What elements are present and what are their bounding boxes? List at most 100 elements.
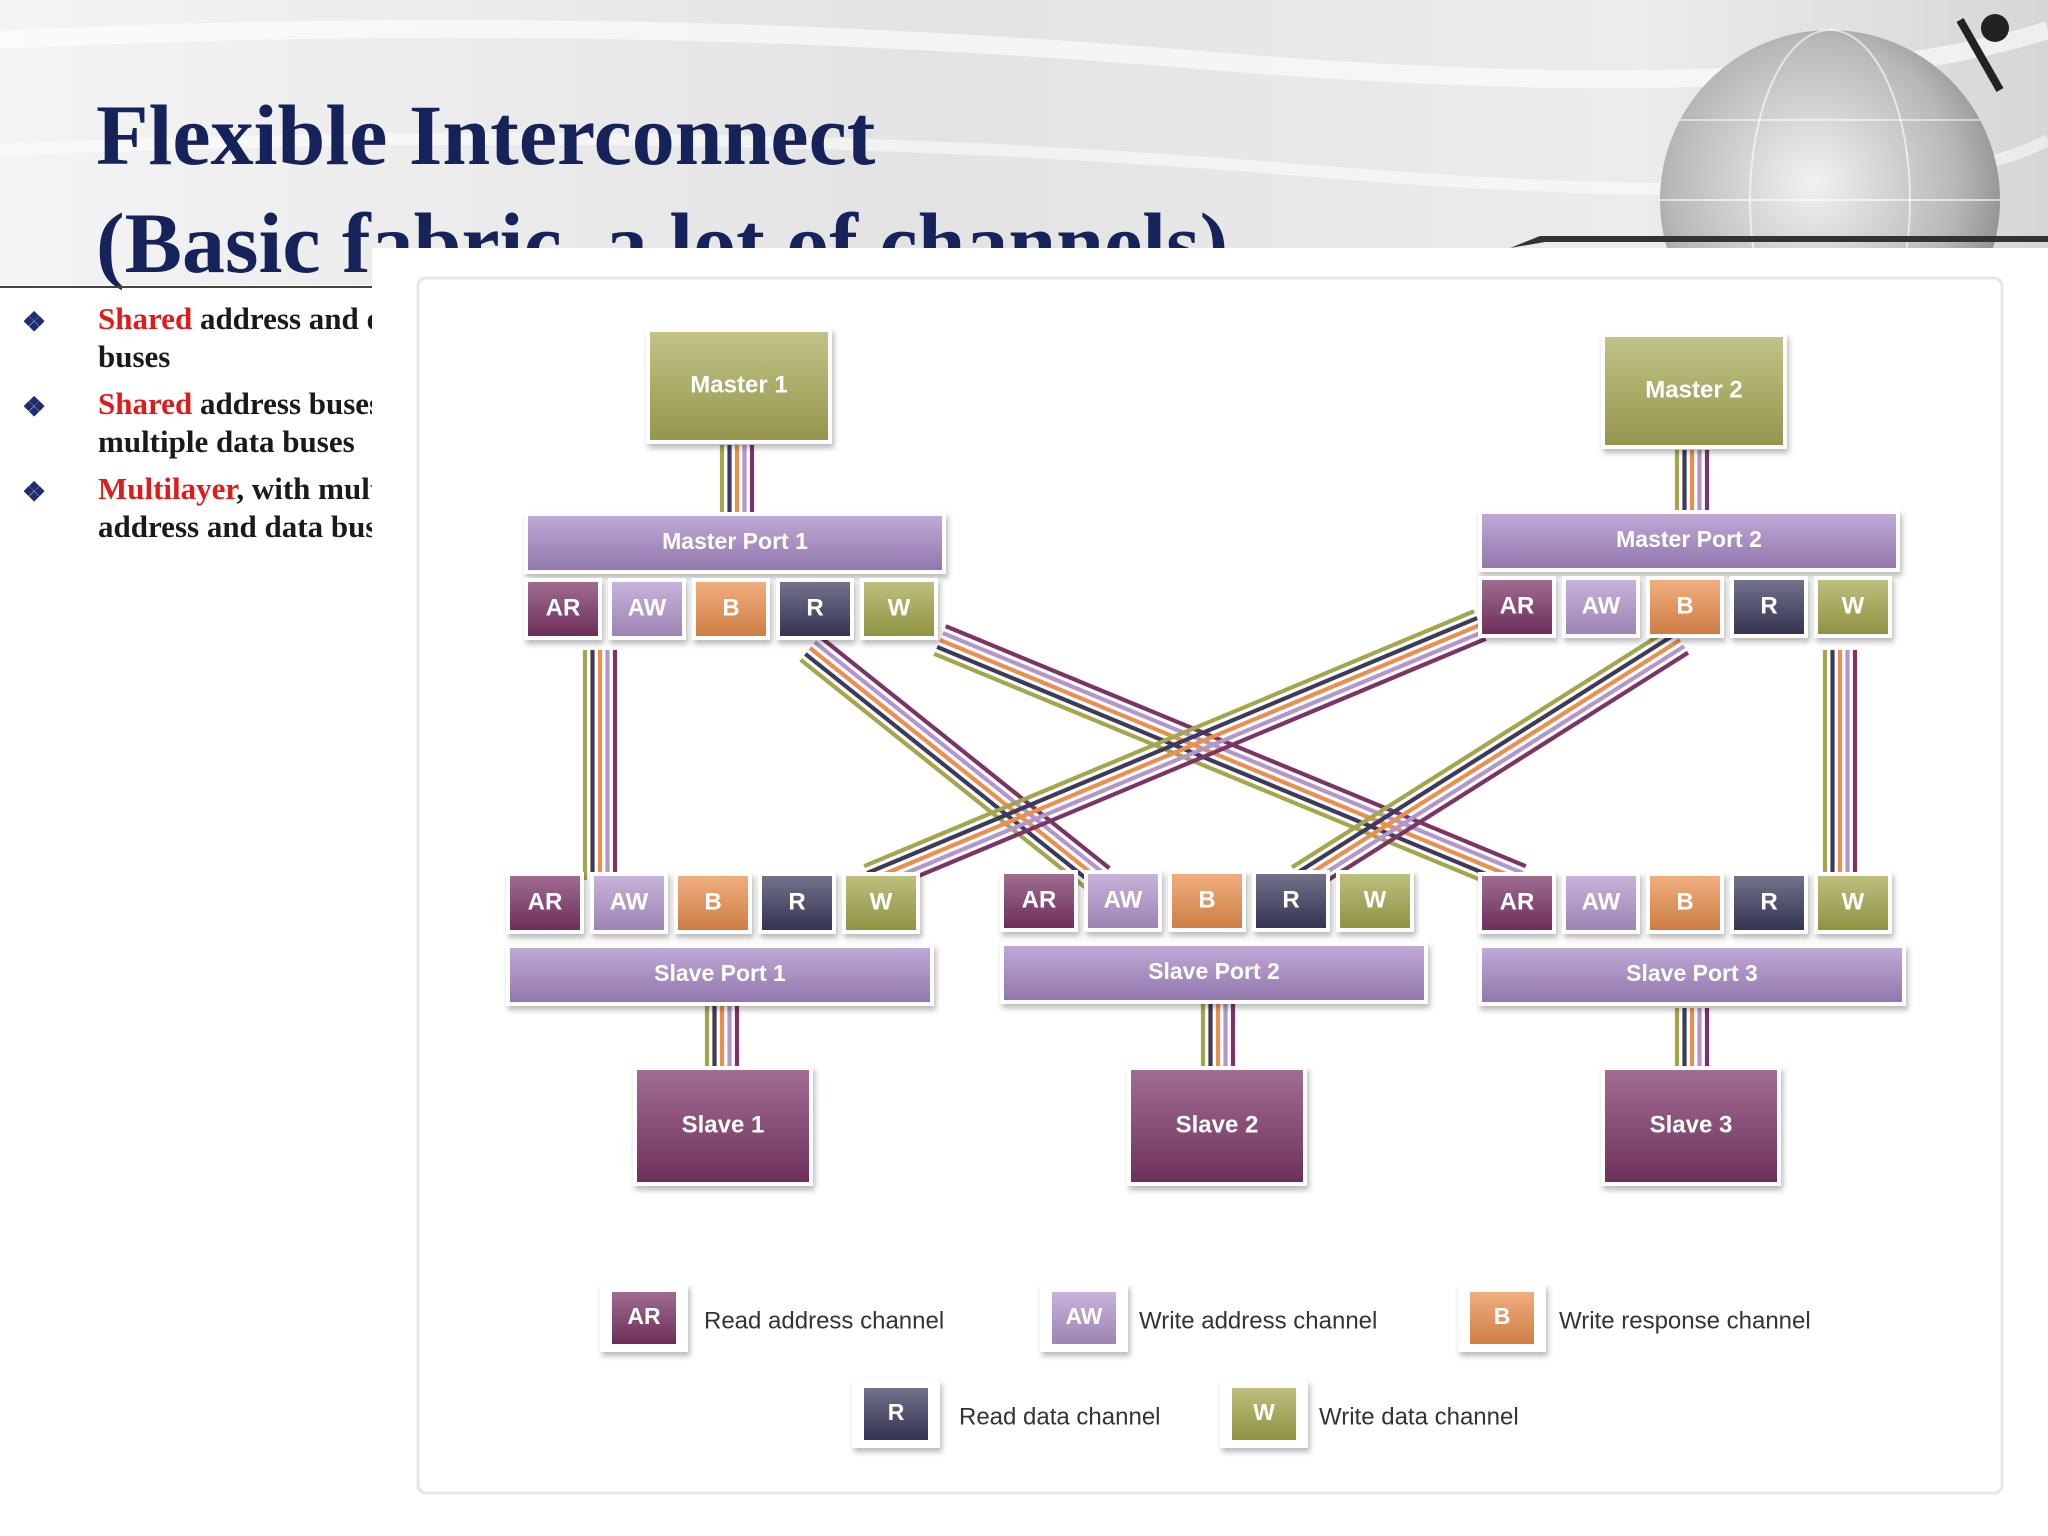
- diamond-bullet-icon: ❖: [22, 477, 47, 507]
- slave-port-3-channel-b: [1650, 876, 1720, 930]
- channel-line-r: [936, 644, 1518, 889]
- slave-3-label: Slave 3: [1650, 1111, 1733, 1138]
- channel-line-r: [1294, 631, 1678, 876]
- master-port-2-label: Master Port 2: [1616, 526, 1762, 552]
- slave-port-3-channel-r: [1734, 876, 1804, 930]
- slave-2-label: Slave 2: [1176, 1111, 1259, 1138]
- master-port-2-bar: [1482, 514, 1896, 568]
- slide-title-line1: Flexible Interconnect: [96, 87, 876, 183]
- crossbar-bundle-5: [1290, 625, 1690, 895]
- master-port-1-channel-ar-label: AR: [546, 594, 581, 621]
- slave-port-1-label: Slave Port 1: [654, 960, 786, 986]
- slave-port-3-channel-w: [1818, 876, 1888, 930]
- channel-line-w: [1290, 625, 1674, 870]
- slave-port-2-channel-ar-label: AR: [1022, 886, 1057, 913]
- bullet-accent: Multilayer: [98, 471, 237, 506]
- slave-port-2-channel-b-label: B: [1198, 886, 1215, 913]
- channel-line-b: [939, 638, 1521, 882]
- crossbar-bundle-6: [1822, 650, 1858, 880]
- legend-swatch-w: [1232, 1388, 1296, 1440]
- crossbar-bundle-1: [582, 650, 618, 880]
- slave-port-1-channel-b-label: B: [704, 888, 721, 915]
- master-port-2-channel-ar-label: AR: [1500, 592, 1535, 619]
- slave-port-1-channel-ar-label: AR: [528, 888, 563, 915]
- master-port-2-channel-b-label: B: [1676, 592, 1693, 619]
- slave-port-1-channel-aw-label: AW: [610, 888, 649, 915]
- bullet-item-3: ❖ Multilayer, with multiple address and …: [20, 470, 500, 546]
- channel-line-w: [863, 609, 1476, 869]
- legend-swatch-b: [1470, 1292, 1534, 1344]
- channel-line-r: [866, 616, 1478, 876]
- legend-text-b: Write response channel: [1559, 1307, 1811, 1334]
- slave-port-1-channel-r: [762, 876, 832, 930]
- slave-port-1-channel-b: [678, 876, 748, 930]
- channel-bundles: [582, 445, 1858, 1068]
- slave-port-2-channel-aw-label: AW: [1104, 886, 1143, 913]
- channel-line-aw: [872, 629, 1484, 889]
- master-port-1-channel-ar: [528, 582, 598, 636]
- diamond-bullet-icon: ❖: [22, 392, 47, 422]
- bullet-accent: Shared: [98, 386, 193, 421]
- channel-line-ar: [818, 634, 1111, 870]
- master-2-box: [1605, 337, 1783, 445]
- port-to-slave-bundle-3: [1674, 1008, 1710, 1068]
- slave-port-3-channel-aw-label: AW: [1582, 888, 1621, 915]
- slave-port-3-bar: [1482, 948, 1902, 1002]
- legend-text-r: Read data channel: [959, 1403, 1161, 1430]
- port-to-slave-bundle-1: [704, 1003, 740, 1068]
- slave-port-1-channel-w-label: W: [870, 888, 893, 915]
- master-port-1-channel-aw-label: AW: [628, 594, 667, 621]
- slave-port-2-channel-aw: [1088, 874, 1158, 928]
- slave-1-box: [637, 1070, 809, 1182]
- master-port-1-channel-r-label: R: [806, 594, 823, 621]
- slave-port-3-channel-b-label: B: [1676, 888, 1693, 915]
- channel-line-r: [804, 652, 1097, 888]
- legend-code-ar: AR: [627, 1303, 661, 1329]
- master-port-2-channel-ar: [1482, 580, 1552, 634]
- slave-port-1-bar: [510, 948, 930, 1002]
- legend-code-b: B: [1494, 1303, 1511, 1329]
- legend-code-w: W: [1253, 1399, 1275, 1425]
- title-underline: [0, 286, 400, 288]
- slave-port-1-channel-ar: [510, 876, 580, 930]
- channel-line-b: [869, 623, 1481, 882]
- master-port-1-channel-w: [864, 582, 934, 636]
- crossbar-bundle-4: [863, 609, 1487, 896]
- slave-port-2-channel-w: [1340, 874, 1410, 928]
- channel-line-ar: [944, 624, 1527, 869]
- channel-line-aw: [1302, 644, 1686, 889]
- bullet-accent: Shared: [98, 301, 193, 336]
- master-to-port-bundle-1: [719, 445, 755, 512]
- master-port-1-channel-aw: [612, 582, 682, 636]
- legend-swatch-r: [864, 1388, 928, 1440]
- master-port-2-channel-r: [1734, 580, 1804, 634]
- diamond-bullet-icon: ❖: [22, 307, 47, 337]
- slave-port-3-channel-w-label: W: [1842, 888, 1865, 915]
- slave-port-2-channel-ar: [1004, 874, 1074, 928]
- master-port-2-channel-w-label: W: [1842, 592, 1865, 619]
- master-port-1-label: Master Port 1: [662, 528, 808, 554]
- legend-text-w: Write data channel: [1319, 1403, 1519, 1430]
- channel-line-w: [799, 658, 1092, 894]
- channel-line-aw: [942, 631, 1524, 876]
- slave-port-1-channel-w: [846, 876, 916, 930]
- master-port-2-channel-aw-label: AW: [1582, 592, 1621, 619]
- slave-port-3-channel-ar: [1482, 876, 1552, 930]
- channel-line-b: [808, 646, 1102, 882]
- slave-port-2-bar: [1004, 946, 1424, 1000]
- channel-line-ar: [1306, 650, 1690, 895]
- slave-port-2-channel-r-label: R: [1282, 886, 1299, 913]
- legend-text-ar: Read address channel: [704, 1307, 944, 1334]
- master-port-1-channel-b-label: B: [722, 594, 739, 621]
- slave-port-2-channel-r: [1256, 874, 1326, 928]
- slave-port-3-channel-ar-label: AR: [1500, 888, 1535, 915]
- legend-code-aw: AW: [1065, 1303, 1102, 1329]
- legend-code-r: R: [888, 1399, 905, 1425]
- channel-line-w: [933, 651, 1516, 896]
- master-to-port-bundle-2: [1674, 450, 1710, 510]
- master-port-1-channel-r: [780, 582, 850, 636]
- slave-port-2-channel-w-label: W: [1364, 886, 1387, 913]
